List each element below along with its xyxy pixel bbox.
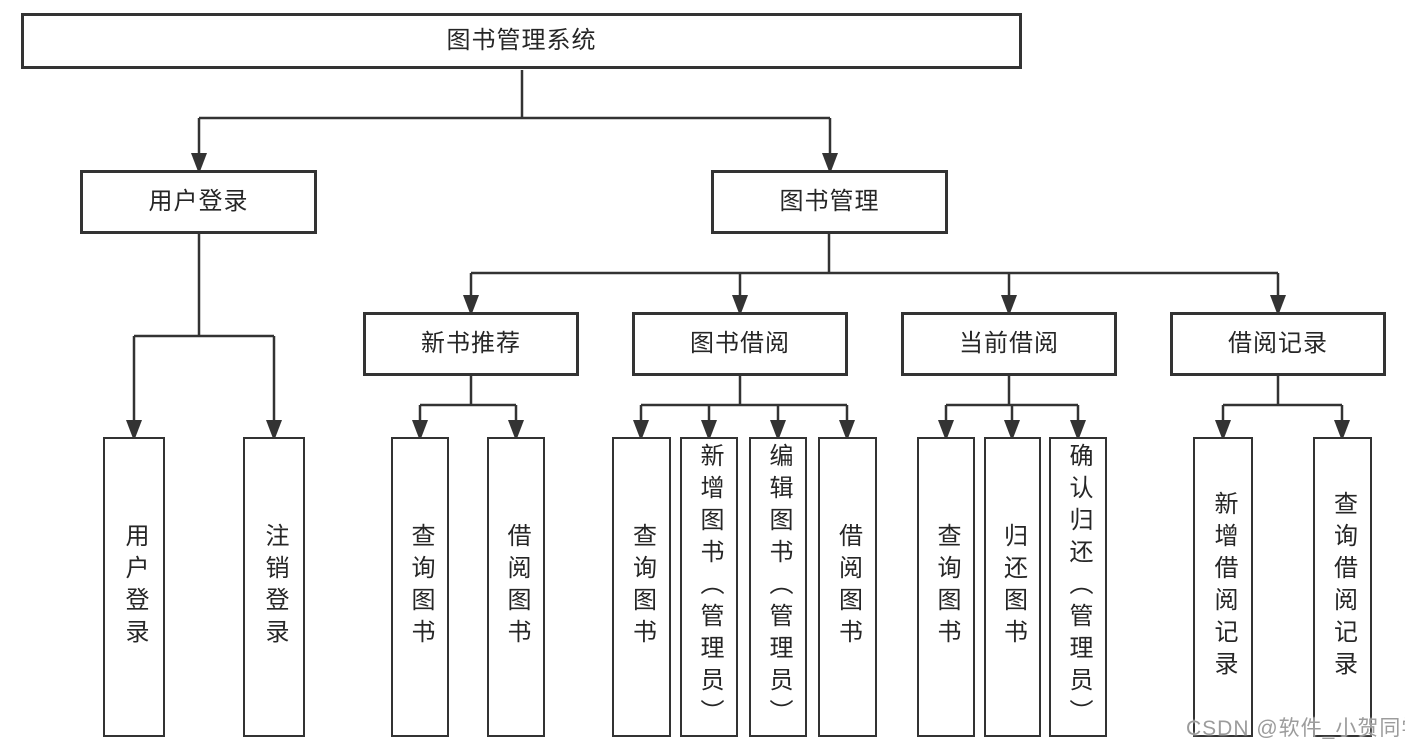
node-new-book-recommendation: 新书推荐	[363, 312, 579, 376]
leaf-query-borrow-record: 查询借阅记录	[1313, 437, 1372, 737]
node-current-borrowing: 当前借阅	[901, 312, 1117, 376]
node-label: 当前借阅	[959, 330, 1059, 357]
leaf-logout: 注销登录	[243, 437, 305, 737]
node-label: 新增借阅记录	[1210, 491, 1237, 683]
node-label: 图书借阅	[690, 330, 790, 357]
node-book-management: 图书管理	[711, 170, 948, 234]
leaf-edit-books-admin: 编辑图书（管理员）	[749, 437, 807, 737]
node-label: 归还图书	[999, 523, 1027, 651]
leaf-query-books-recommend: 查询图书	[391, 437, 449, 737]
leaf-borrow-books-recommend: 借阅图书	[487, 437, 545, 737]
leaf-query-books-borrowing: 查询图书	[612, 437, 671, 737]
node-label: 图书管理	[779, 188, 880, 215]
node-label: 用户登录	[121, 523, 148, 651]
leaf-add-books-admin: 新增图书（管理员）	[680, 437, 738, 737]
node-library-management-system: 图书管理系统	[21, 13, 1022, 69]
leaf-return-books: 归还图书	[984, 437, 1041, 737]
node-label: 确认归还（管理员）	[1065, 443, 1092, 731]
node-label: 图书管理系统	[446, 27, 597, 54]
node-label: 注销登录	[261, 523, 288, 651]
node-label: 查询图书	[933, 523, 960, 651]
node-label: 查询图书	[407, 523, 434, 651]
node-label: 借阅记录	[1228, 330, 1328, 357]
leaf-borrow-books: 借阅图书	[818, 437, 877, 737]
node-borrowing-records: 借阅记录	[1170, 312, 1386, 376]
node-label: 编辑图书（管理员）	[765, 443, 792, 731]
node-label: 用户登录	[148, 188, 249, 215]
watermark: CSDN @软件_小贺同学	[1186, 717, 1405, 740]
node-label: 借阅图书	[503, 523, 530, 651]
node-user-login: 用户登录	[80, 170, 317, 234]
leaf-confirm-return-admin: 确认归还（管理员）	[1049, 437, 1107, 737]
tree-edges	[132, 70, 1344, 422]
leaf-user-login: 用户登录	[103, 437, 165, 737]
node-label: 查询图书	[628, 523, 656, 651]
leaf-add-borrow-record: 新增借阅记录	[1193, 437, 1253, 737]
arrowheads	[126, 153, 1350, 441]
node-label: 借阅图书	[834, 523, 862, 651]
leaf-query-books-current: 查询图书	[917, 437, 975, 737]
node-label: 查询借阅记录	[1329, 491, 1357, 683]
node-book-borrowing: 图书借阅	[632, 312, 848, 376]
node-label: 新增图书（管理员）	[696, 443, 723, 731]
node-label: 新书推荐	[421, 330, 521, 357]
